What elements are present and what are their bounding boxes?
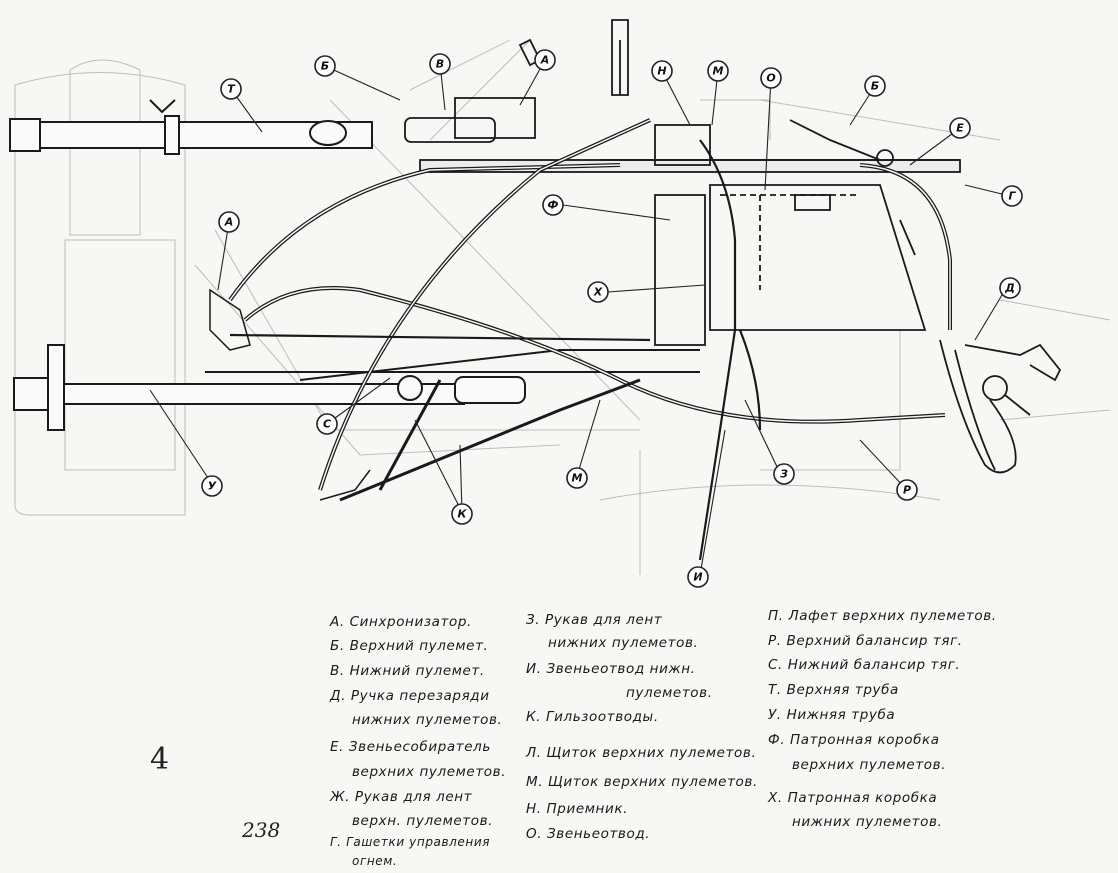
callout-label: К	[458, 508, 468, 521]
legend-item: нижних пулеметов.	[548, 635, 699, 651]
callout-b-top: Б	[314, 55, 336, 77]
legend-item: Л. Щиток верхних пулеметов.	[526, 745, 757, 761]
callout-label: Е	[956, 122, 964, 135]
callout-label: А	[224, 216, 234, 229]
callout-g: Г	[1001, 185, 1023, 207]
legend-item: З. Рукав для лент	[526, 612, 663, 628]
legend-item: С. Нижний балансир тяг.	[768, 657, 961, 673]
callout-s: С	[316, 413, 338, 435]
callout-label: З	[780, 468, 788, 481]
callout-label: Д	[1004, 282, 1015, 295]
lower-tube	[13, 344, 700, 431]
legend-item: Т. Верхняя труба	[768, 682, 899, 698]
callout-label: Н	[657, 65, 666, 78]
upper-tube	[9, 99, 373, 155]
page-number: 4	[150, 742, 170, 777]
callout-label: В	[436, 58, 444, 71]
legend-item: Ж. Рукав для лент	[330, 789, 473, 805]
legend-item: Ф. Патронная коробка	[768, 732, 940, 748]
technical-drawing: Т Б В А Н М О Б Е Г Ф А Х Д С У К М З Р …	[9, 19, 1111, 588]
legend-item: Б. Верхний пулемет.	[330, 638, 489, 654]
callout-z: З	[773, 463, 795, 485]
callout-r: Р	[896, 479, 918, 501]
callout-m-low: М	[566, 467, 588, 489]
callout-t-upper: Т	[220, 78, 242, 100]
callout-v-top: В	[429, 53, 451, 75]
legend-item: Д. Ручка перезаряди	[330, 688, 490, 704]
callout-d: Д	[999, 277, 1021, 299]
legend-item: П. Лафет верхних пулеметов.	[768, 608, 997, 624]
legend-item: Н. Приемник.	[526, 801, 628, 817]
callout-kh: Х	[587, 281, 609, 303]
callout-i: И	[687, 566, 709, 588]
callout-e: Е	[949, 117, 971, 139]
legend-item: нижних пулеметов.	[352, 712, 503, 728]
control-grips	[789, 119, 1062, 474]
legend-item: Е. Звеньесобиратель	[330, 739, 491, 755]
legend-item: И. Звеньеотвод нижн.	[526, 661, 696, 677]
cartridge-box	[654, 184, 927, 346]
legend-item: нижних пулеметов.	[792, 814, 943, 830]
legend-item: А. Синхронизатор.	[330, 614, 472, 630]
legend-item: К. Гильзоотводы.	[526, 709, 659, 725]
callout-a-top: А	[534, 49, 556, 71]
callout-label: М	[713, 65, 724, 78]
callout-label: С	[323, 418, 331, 431]
legend-item: пулеметов.	[626, 685, 713, 701]
legend-item: Р. Верхний балансир тяг.	[768, 633, 963, 649]
callout-label: У	[208, 480, 217, 493]
callout-label: Ф	[548, 199, 559, 212]
legend-item: О. Звеньеотвод.	[526, 826, 651, 842]
callout-label: О	[766, 72, 775, 85]
legend-item: огнем.	[352, 854, 398, 868]
legend-item: Г. Гашетки управления	[330, 835, 491, 849]
callout-label: Б	[871, 80, 879, 93]
callout-k: К	[451, 503, 473, 525]
callout-n: Н	[651, 60, 673, 82]
legend-item: М. Щиток верхних пулеметов.	[526, 774, 758, 790]
callout-label: Р	[903, 484, 911, 497]
callout-m-top: М	[707, 60, 729, 82]
callout-label: И	[693, 571, 702, 584]
callout-u: У	[201, 475, 223, 497]
callout-o: О	[760, 67, 782, 89]
callout-label: Б	[321, 60, 329, 73]
legend-item: В. Нижний пулемет.	[330, 663, 485, 679]
legend-item: У. Нижняя труба	[768, 707, 896, 723]
callout-label: Х	[593, 286, 603, 299]
callout-label: М	[572, 472, 583, 485]
stamp-number: 238	[242, 818, 281, 842]
callout-label: Т	[227, 83, 236, 96]
callout-b-right: Б	[864, 75, 886, 97]
callout-label: Г	[1008, 190, 1016, 203]
legend-item: Х. Патронная коробка	[768, 790, 938, 806]
callout-label: А	[540, 54, 550, 67]
callouts: Т Б В А Н М О Б Е Г Ф А Х Д С У К М З Р …	[201, 49, 1023, 588]
legend-item: верхн. пулеметов.	[352, 813, 494, 829]
callout-f: Ф	[542, 194, 564, 216]
callout-a-left: А	[218, 211, 240, 233]
feed-hoses	[209, 118, 952, 561]
legend-item: верхних пулеметов.	[792, 757, 947, 773]
legend-item: верхних пулеметов.	[352, 764, 507, 780]
